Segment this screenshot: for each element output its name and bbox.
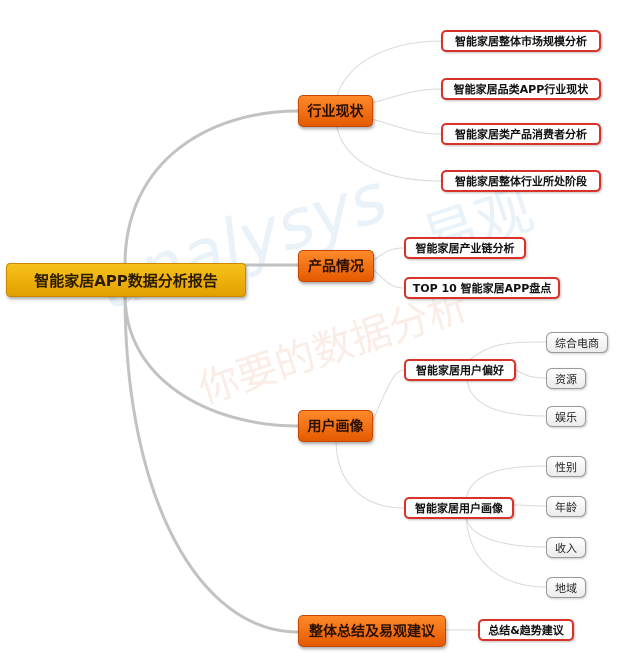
branch-product[interactable]: 产品情况 [298,250,374,282]
topic-market-size[interactable]: 智能家居整体市场规模分析 [441,30,601,52]
connector-pref-1 [466,341,547,363]
branch-summary[interactable]: 整体总结及易观建议 [298,615,446,647]
topic-consumer-analysis[interactable]: 智能家居类产品消费者分析 [441,123,601,145]
branch-industry-status[interactable]: 行业现状 [298,95,373,127]
connector-industry-3 [371,118,442,135]
leaf-gender[interactable]: 性别 [546,456,586,477]
leaf-resources[interactable]: 资源 [546,368,586,389]
connector-industry-2 [371,88,442,104]
connector-profile-1 [465,465,547,501]
leaf-region[interactable]: 地域 [546,577,586,598]
connector-persona-profile [335,439,405,509]
connector-root-industry [123,109,300,267]
topic-top10-apps[interactable]: TOP 10 智能家居APP盘点 [404,277,560,299]
connector-profile-4 [465,516,547,588]
branch-user-persona[interactable]: 用户画像 [298,410,373,442]
topic-user-preference[interactable]: 智能家居用户偏好 [404,359,516,381]
connector-pref-2 [515,369,547,379]
topic-summary-trends[interactable]: 总结&趋势建议 [478,619,574,641]
leaf-entertainment[interactable]: 娱乐 [546,406,586,427]
connector-pref-3 [466,378,547,417]
connector-product-2 [373,269,405,289]
leaf-age[interactable]: 年龄 [546,496,586,517]
connector-profile-3 [465,516,547,548]
root-node[interactable]: 智能家居APP数据分析报告 [6,263,246,297]
leaf-ecommerce[interactable]: 综合电商 [546,332,608,353]
leaf-income[interactable]: 收入 [546,537,586,558]
topic-industry-stage[interactable]: 智能家居整体行业所处阶段 [441,170,601,192]
connector-persona-pref [371,369,405,423]
topic-user-profile[interactable]: 智能家居用户画像 [404,497,514,519]
topic-industry-chain[interactable]: 智能家居产业链分析 [404,237,526,259]
connector-product-1 [373,247,405,261]
connector-root-summary [123,293,300,634]
topic-app-industry-status[interactable]: 智能家居品类APP行业现状 [441,78,601,100]
connector-root-persona [123,293,300,428]
connector-profile-2 [512,504,547,507]
